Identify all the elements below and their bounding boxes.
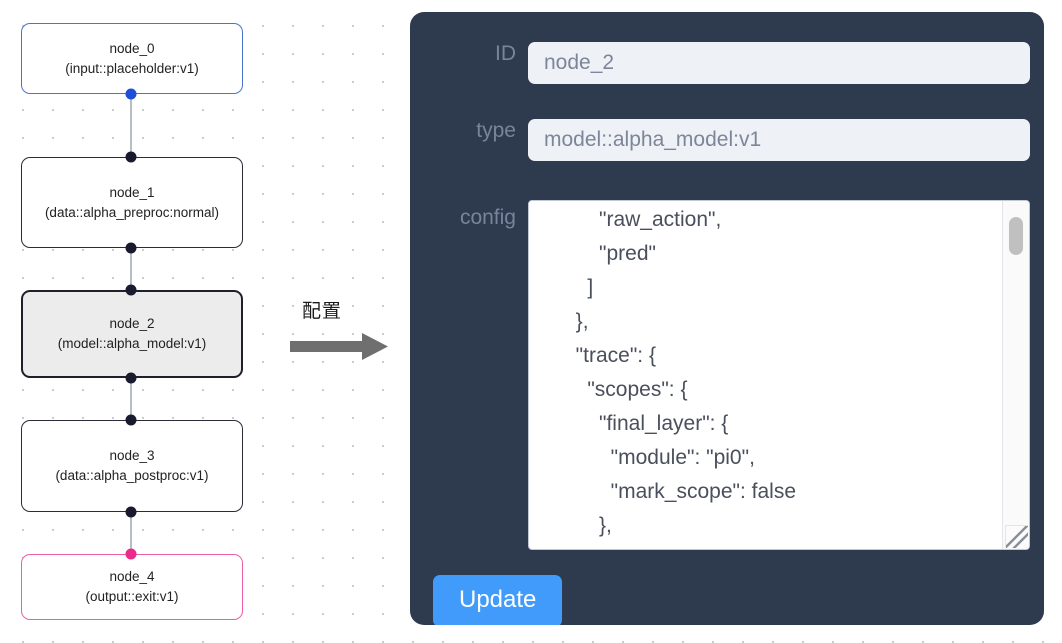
- config-resize-handle-icon[interactable]: [1005, 525, 1028, 548]
- edge-node3-node4: [130, 512, 132, 554]
- port-node_4-in[interactable]: [125, 548, 137, 560]
- port-node_3-in[interactable]: [125, 414, 137, 426]
- annotation-group: 配置: [286, 296, 398, 366]
- config-scrollbar-thumb[interactable]: [1009, 217, 1023, 255]
- edge-node2-node3: [130, 378, 132, 419]
- field-row-type: type: [410, 119, 1044, 161]
- right-arrow-icon: [290, 332, 390, 367]
- node-subtitle: (input::placeholder:v1): [65, 60, 199, 76]
- node-config-panel: ID type config "raw_action", "pred" ] },…: [410, 12, 1044, 625]
- type-field-label: type: [476, 119, 516, 142]
- config-scrollbar[interactable]: [1002, 201, 1029, 549]
- graph-node-node_4[interactable]: node_4 (output::exit:v1): [21, 554, 243, 620]
- update-button[interactable]: Update: [433, 575, 563, 625]
- config-textarea[interactable]: "raw_action", "pred" ] }, "trace": { "sc…: [528, 200, 1030, 550]
- node-graph[interactable]: node_0 (input::placeholder:v1) node_1 (d…: [0, 0, 280, 643]
- port-node_0-out[interactable]: [125, 88, 137, 100]
- port-node_1-in[interactable]: [125, 151, 137, 163]
- graph-node-node_3[interactable]: node_3 (data::alpha_postproc:v1): [21, 420, 243, 512]
- node-title: node_2: [109, 316, 155, 332]
- graph-node-node_1[interactable]: node_1 (data::alpha_preproc:normal): [21, 157, 243, 248]
- node-subtitle: (data::alpha_postproc:v1): [55, 468, 209, 483]
- node-title: node_1: [109, 184, 155, 200]
- graph-node-node_2[interactable]: node_2 (model::alpha_model:v1): [21, 290, 243, 378]
- node-title: node_3: [109, 448, 155, 464]
- edge-node1-node2: [130, 248, 132, 292]
- field-row-config: config "raw_action", "pred" ] }, "trace"…: [410, 200, 1044, 550]
- port-node_3-out[interactable]: [125, 506, 137, 518]
- id-input[interactable]: [528, 42, 1030, 84]
- port-node_1-out[interactable]: [125, 242, 137, 254]
- node-subtitle: (output::exit:v1): [85, 589, 179, 604]
- edge-node0-node1: [130, 94, 132, 157]
- port-node_2-in[interactable]: [125, 284, 137, 296]
- id-field-label: ID: [495, 42, 516, 65]
- field-row-id: ID: [410, 42, 1044, 84]
- config-text-content[interactable]: "raw_action", "pred" ] }, "trace": { "sc…: [575, 208, 797, 549]
- node-title: node_4: [109, 569, 155, 585]
- port-node_2-out[interactable]: [125, 372, 137, 384]
- graph-node-node_0[interactable]: node_0 (input::placeholder:v1): [21, 23, 243, 94]
- annotation-label: 配置: [302, 301, 343, 322]
- type-input[interactable]: [528, 119, 1030, 161]
- config-field-label: config: [459, 206, 516, 229]
- node-title: node_0: [109, 40, 155, 56]
- node-subtitle: (data::alpha_preproc:normal): [44, 204, 220, 220]
- node-subtitle: (model::alpha_model:v1): [57, 336, 207, 351]
